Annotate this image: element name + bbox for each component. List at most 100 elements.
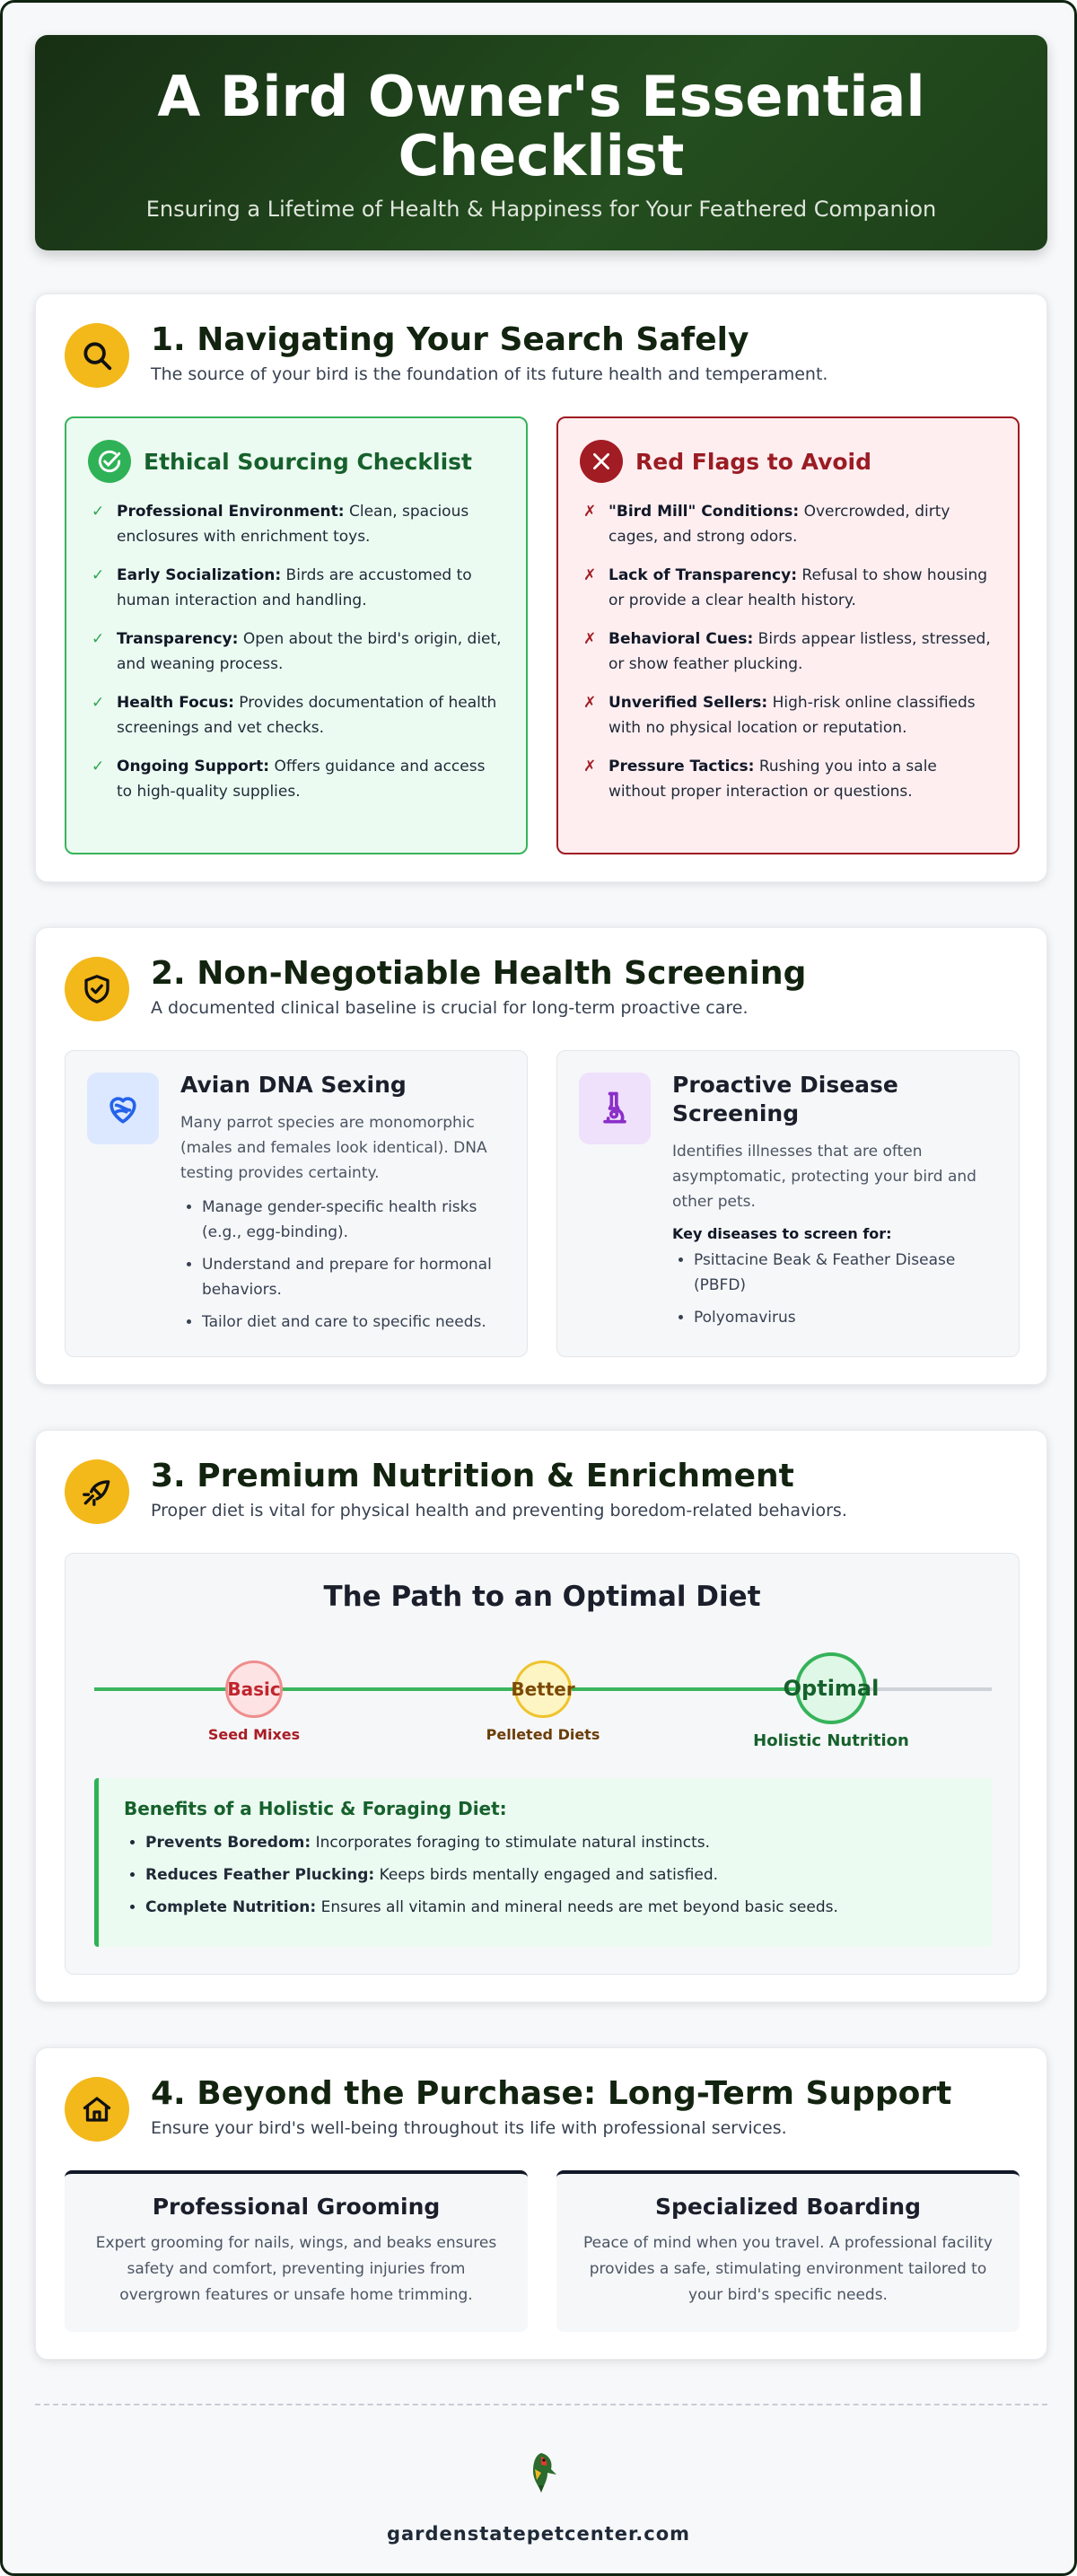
heart-dna-icon — [87, 1073, 159, 1144]
benefits-list: Prevents Boredom: Incorporates foraging … — [124, 1830, 967, 1920]
seed-icon — [65, 1459, 129, 1524]
card-heading: Professional Grooming — [152, 2194, 441, 2220]
x-mark-icon: ✗ — [583, 630, 597, 648]
disease-screening-card: Proactive Disease Screening Identifies i… — [556, 1050, 1020, 1357]
stage-basic-label: Seed Mixes — [207, 1726, 301, 1743]
list-item: Prevents Boredom: Incorporates foraging … — [145, 1830, 967, 1855]
section-title: 3. Premium Nutrition & Enrichment — [151, 1458, 794, 1494]
ethical-checklist: ✓Professional Environment: Clean, spacio… — [88, 499, 504, 804]
card-heading: Specialized Boarding — [655, 2194, 921, 2220]
list-item: ✓ Early Socialization: Birds are accustom… — [88, 563, 504, 613]
key-diseases-label: Key diseases to screen for: — [672, 1225, 892, 1242]
stage-basic-node: Basic — [225, 1660, 283, 1718]
section-health-screening: 2. Non-Negotiable Health Screening A doc… — [35, 927, 1047, 1385]
section-nutrition: 3. Premium Nutrition & Enrichment Proper… — [35, 1430, 1047, 2002]
dna-benefits-list: Manage gender-specific health risks (e.g… — [180, 1195, 507, 1335]
x-mark-icon: ✗ — [583, 566, 597, 584]
item-label: Lack of Transparency: — [609, 566, 798, 584]
page-subtitle: Ensuring a Lifetime of Health & Happines… — [145, 197, 937, 222]
card-heading: Proactive Disease Screening — [672, 1072, 898, 1126]
diet-path-panel: The Path to an Optimal Diet Basic Seed M… — [65, 1553, 1020, 1975]
section-title: 2. Non-Negotiable Health Screening — [151, 955, 807, 992]
section-subtitle: Proper diet is vital for physical health… — [151, 1501, 847, 1520]
item-text: Rushing you into a sale without proper i… — [609, 758, 937, 801]
footer-divider — [35, 2404, 1047, 2405]
list-item: Psittacine Beak & Feather Disease (PBFD) — [694, 1248, 999, 1298]
x-mark-icon: ✗ — [583, 694, 597, 712]
section-title: 4. Beyond the Purchase: Long-Term Suppor… — [151, 2075, 952, 2112]
section-subtitle: Ensure your bird's well-being throughout… — [151, 2118, 787, 2138]
item-label: Pressure Tactics: — [609, 758, 755, 775]
check-mark-icon: ✓ — [92, 694, 105, 712]
stage-better-label: Pelleted Diets — [486, 1726, 600, 1743]
check-mark-icon: ✓ — [92, 566, 105, 584]
item-text: Birds are accustomed to human interactio… — [117, 566, 472, 609]
check-mark-icon: ✓ — [92, 758, 105, 775]
section-long-term-support: 4. Beyond the Purchase: Long-Term Suppor… — [35, 2047, 1047, 2360]
home-icon — [65, 2077, 129, 2142]
grooming-card: Professional Grooming Expert grooming fo… — [65, 2170, 528, 2332]
item-label: Health Focus: — [117, 694, 234, 712]
footer-website-link[interactable]: gardenstatepetcenter.com — [386, 2523, 691, 2545]
item-text: Provides documentation of health screeni… — [117, 694, 497, 737]
item-text: Birds appear listless, stressed, or show… — [609, 630, 991, 673]
list-item: Reduces Feather Plucking: Keeps birds me… — [145, 1862, 967, 1888]
x-circle-icon — [580, 440, 623, 483]
item-text: Keeps birds mentally engaged and satisfi… — [374, 1866, 719, 1884]
card-text: Many parrot species are monomorphic (mal… — [180, 1114, 487, 1182]
list-item: ✗ Lack of Transparency: Refusal to show h… — [580, 563, 996, 613]
red-flags-list: ✗ "Bird Mill" Conditions: Overcrowded, di… — [580, 499, 996, 804]
list-item: ✓Transparency: Open about the bird's ori… — [88, 626, 504, 677]
item-label: Ongoing Support: — [117, 758, 270, 775]
item-text: Ensures all vitamin and mineral needs ar… — [316, 1898, 838, 1916]
card-heading: Avian DNA Sexing — [180, 1072, 407, 1098]
item-text: Overcrowded, dirty cages, and strong odo… — [609, 503, 950, 546]
list-item: ✗ Pressure Tactics: Rushing you into a sa… — [580, 754, 996, 804]
diet-path-title: The Path to an Optimal Diet — [323, 1581, 761, 1613]
diet-benefits-box: Benefits of a Holistic & Foraging Diet: … — [94, 1778, 992, 1947]
item-label: Reduces Feather Plucking: — [145, 1866, 375, 1884]
item-label: Complete Nutrition: — [145, 1898, 317, 1916]
benefits-heading: Benefits of a Holistic & Foraging Diet: — [124, 1798, 507, 1819]
list-item: Complete Nutrition: Ensures all vitamin … — [145, 1895, 967, 1920]
shield-check-icon — [65, 957, 129, 1021]
disease-list: Psittacine Beak & Feather Disease (PBFD)… — [672, 1248, 999, 1330]
stage-optimal-label: Holistic Nutrition — [753, 1731, 909, 1750]
page-title: A Bird Owner's Essential Checklist — [157, 64, 925, 188]
parrot-logo-icon — [521, 2449, 562, 2496]
section-subtitle: A documented clinical baseline is crucia… — [151, 998, 749, 1018]
boarding-card: Specialized Boarding Peace of mind when … — [556, 2170, 1020, 2332]
item-label: Early Socialization: — [117, 566, 282, 584]
list-item: ✗Unverified Sellers: High-risk online cl… — [580, 690, 996, 740]
list-item: ✗ Behavioral Cues: Birds appear listless,… — [580, 626, 996, 677]
section-title: 1. Navigating Your Search Safely — [151, 321, 749, 358]
red-flags-card: Red Flags to Avoid ✗ "Bird Mill" Conditio… — [556, 416, 1020, 854]
x-mark-icon: ✗ — [583, 758, 597, 775]
list-item: Tailor diet and care to specific needs. — [202, 1310, 507, 1335]
check-mark-icon: ✓ — [92, 630, 105, 648]
section-subtitle: The source of your bird is the foundatio… — [151, 364, 828, 384]
list-item: ✗ "Bird Mill" Conditions: Overcrowded, di… — [580, 499, 996, 549]
item-text: Incorporates foraging to stimulate natur… — [311, 1834, 711, 1852]
list-item: ✓ Ongoing Support: Offers guidance and ac… — [88, 754, 504, 804]
item-text: Refusal to show housing or provide a cle… — [609, 566, 988, 609]
item-text: Offers guidance and access to high-quali… — [117, 758, 486, 801]
item-label: Behavioral Cues: — [609, 630, 754, 648]
check-circle-icon — [88, 440, 131, 483]
stage-optimal-node: Optimal — [784, 1652, 879, 1724]
microscope-icon — [579, 1073, 651, 1144]
section-search-safely: 1. Navigating Your Search Safely The sou… — [35, 294, 1047, 882]
item-label: "Bird Mill" Conditions: — [609, 503, 800, 521]
card-text: Identifies illnesses that are often asym… — [672, 1143, 976, 1211]
diet-progress-track — [94, 1687, 866, 1691]
item-label: Prevents Boredom: — [145, 1834, 311, 1852]
stage-better-node: Better — [511, 1660, 575, 1718]
card-heading: Red Flags to Avoid — [635, 448, 872, 475]
item-text: High-risk online classifieds with no phy… — [609, 694, 976, 737]
item-label: Professional Environment: — [117, 503, 345, 521]
card-heading: Ethical Sourcing Checklist — [144, 448, 472, 475]
x-mark-icon: ✗ — [583, 503, 597, 521]
list-item: Understand and prepare for hormonal beha… — [202, 1252, 507, 1302]
ethical-sourcing-card: Ethical Sourcing Checklist ✓ Professional… — [65, 416, 528, 854]
